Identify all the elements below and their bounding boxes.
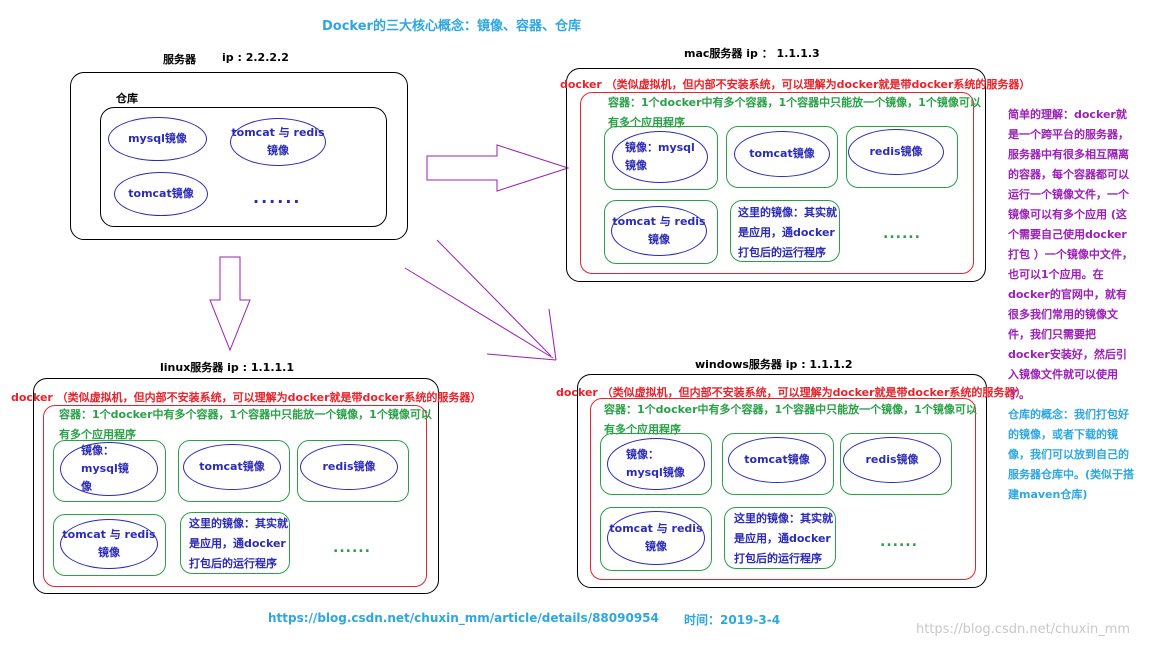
mac-image-mysql: 镜像：mysql镜像	[612, 131, 708, 183]
linux-cell-mysql	[53, 440, 166, 502]
mac-image-tomcat: tomcat镜像	[734, 131, 830, 177]
linux-label: linux服务器 ip : 1.1.1.1	[160, 361, 294, 374]
mac-container-desc: 容器：1个docker中有多个容器，1个容器中只能放一个镜像，1个镜像可以有多个…	[608, 96, 981, 129]
source-url: https://blog.csdn.net/chuxin_mm/article/…	[268, 611, 659, 625]
mac-image-redis: redis镜像	[848, 129, 944, 175]
linux-container-desc: 容器：1个docker中有多个容器，1个容器中只能放一个镜像，1个镜像可以有多个…	[59, 408, 432, 441]
repo-image-mysql: mysql镜像	[108, 117, 207, 161]
windows-cell-tomcat	[722, 433, 834, 495]
mac-docker-box	[580, 92, 974, 274]
mac-cell-tomcat	[726, 126, 838, 188]
server-label: 服务器	[163, 53, 196, 66]
linux-cell-note	[180, 512, 290, 574]
windows-label: windows服务器 ip : 1.1.1.2	[695, 358, 853, 371]
linux-docker-box	[43, 405, 427, 587]
linux-server-box	[33, 378, 439, 594]
windows-docker-desc: docker （类似虚拟机，但内部不安装系统，可以理解为docker就是带doc…	[556, 386, 1027, 399]
linux-cell-tomcat-redis	[53, 514, 166, 576]
mac-cell-mysql	[604, 126, 718, 190]
repo-concept-text: 仓库的概念：我们打包好的镜像，或者下载的镜像，我们可以放到自己的服务器仓库中。(…	[1008, 408, 1135, 501]
linux-more-dots: ......	[333, 540, 371, 556]
arrow-to-mac	[426, 144, 570, 192]
mac-cell-note	[730, 200, 840, 262]
linux-cell-tomcat	[178, 440, 290, 502]
windows-cell-redis	[840, 433, 952, 495]
linux-image-redis: redis镜像	[300, 444, 398, 490]
mac-server-box	[566, 68, 986, 282]
repo-image-tomcat: tomcat镜像	[114, 172, 208, 216]
server-ip: ip : 2.2.2.2	[222, 51, 289, 64]
windows-image-redis: redis镜像	[843, 437, 941, 483]
arrow-to-linux	[209, 256, 251, 352]
repo-image-tomcat-redis: tomcat 与 redis镜像	[230, 118, 326, 166]
repo-more-dots: ......	[253, 188, 302, 207]
windows-image-tomcat-redis: tomcat 与 redis镜像	[607, 511, 705, 565]
linux-image-tomcat: tomcat镜像	[183, 444, 281, 490]
understanding-text: 简单的理解：docker就是一个跨平台的服务器，服务器中有很多相互隔离的容器，每…	[1008, 108, 1133, 401]
mac-more-dots: ......	[883, 226, 921, 242]
mac-docker-desc: docker （类似虚拟机，但内部不安装系统，可以理解为docker就是带doc…	[560, 78, 1031, 91]
windows-docker-box	[590, 398, 976, 580]
linux-docker-desc: docker （类似虚拟机，但内部不安装系统，可以理解为docker就是带doc…	[11, 391, 482, 404]
mac-cell-tomcat-redis	[604, 200, 718, 264]
windows-cell-note	[724, 507, 836, 569]
windows-image-mysql: 镜像：mysql镜像	[607, 438, 705, 490]
mac-label: mac服务器 ip ： 1.1.1.3	[684, 47, 820, 60]
windows-container-desc: 容器：1个docker中有多个容器，1个容器中只能放一个镜像，1个镜像可以有多个…	[604, 403, 977, 436]
linux-image-mysql: 镜像：mysql镜像	[60, 442, 158, 496]
page-title: Docker的三大核心概念：镜像、容器、仓库	[322, 19, 581, 34]
mac-cell-redis	[846, 126, 958, 188]
windows-server-box	[577, 374, 987, 588]
linux-image-tomcat-redis: tomcat 与 redis镜像	[60, 519, 158, 569]
repo-label: 仓库	[116, 92, 138, 105]
windows-cell-mysql	[600, 433, 712, 495]
windows-image-tomcat: tomcat镜像	[728, 437, 826, 483]
windows-more-dots: ......	[880, 534, 918, 550]
arrow-to-windows	[404, 239, 557, 361]
linux-note: 这里的镜像：其实就是应用，通docker打包后的运行程序	[189, 517, 288, 570]
repo-box	[100, 107, 387, 227]
date-text: 时间：2019-3-4	[684, 613, 781, 627]
watermark: https://blog.csdn.net/chuxin_mm	[916, 622, 1131, 637]
mac-note: 这里的镜像：其实就是应用，通docker打包后的运行程序	[738, 206, 837, 259]
windows-note: 这里的镜像：其实就是应用，通docker打包后的运行程序	[734, 512, 833, 565]
windows-cell-tomcat-redis	[600, 507, 712, 571]
repo-server-box	[70, 72, 408, 240]
linux-cell-redis	[297, 440, 409, 502]
mac-image-tomcat-redis: tomcat 与 redis镜像	[611, 206, 707, 256]
